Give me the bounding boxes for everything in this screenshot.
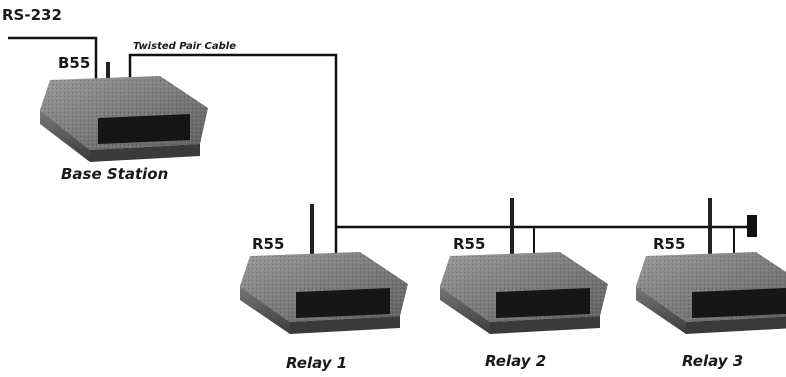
relay-1-caption: Relay 1 [286, 354, 347, 372]
relay-3-model-label: R55 [653, 235, 685, 253]
relay-2-device [440, 198, 608, 334]
base-station-device [40, 62, 208, 162]
base-caption: Base Station [61, 165, 168, 183]
bus-terminator-icon [747, 215, 757, 237]
relay-3-caption: Relay 3 [682, 352, 743, 370]
rs232-label: RS-232 [2, 6, 62, 24]
relay-2-model-label: R55 [453, 235, 485, 253]
relay-1-device [240, 204, 408, 334]
relay-2-caption: Relay 2 [485, 352, 546, 370]
relay-3-device [636, 198, 786, 334]
base-model-label: B55 [58, 54, 90, 72]
relay-1-model-label: R55 [252, 235, 284, 253]
cable-label: Twisted Pair Cable [133, 41, 236, 52]
